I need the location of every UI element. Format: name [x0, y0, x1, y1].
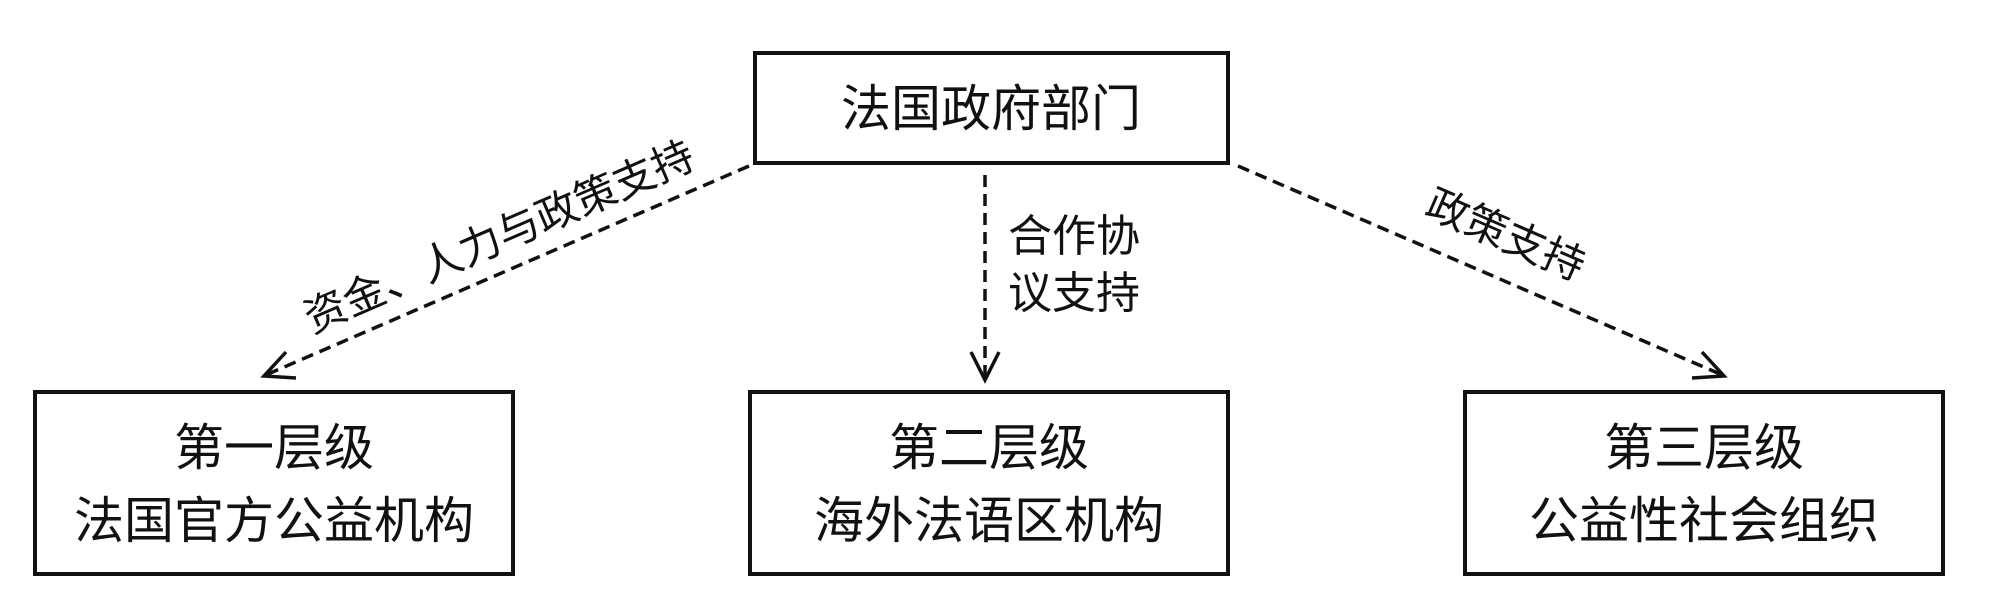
arrowhead-icon: [969, 351, 1001, 384]
node-level-1-name: 法国官方公益机构: [74, 492, 474, 550]
node-level-2-box: [748, 390, 1230, 576]
arrowhead-icon: [1691, 350, 1728, 380]
node-level-2: 第二层级 海外法语区机构: [748, 390, 1230, 576]
edge-left-line: [267, 164, 750, 376]
node-level-1-box: [33, 390, 515, 576]
edge-right: 政策支持: [1237, 164, 1728, 380]
edge-right-line: [1237, 164, 1721, 376]
node-level-1: 第一层级 法国官方公益机构: [33, 390, 515, 576]
node-level-3-name: 公益性社会组织: [1529, 492, 1879, 550]
edge-middle-label-line2: 议支持: [1008, 268, 1140, 319]
edge-left: 资金、人力与政策支持: [260, 131, 750, 380]
edge-middle: 合作协 议支持: [969, 175, 1140, 384]
node-level-1-title: 第一层级: [174, 419, 374, 477]
top-node: 法国政府部门: [753, 51, 1230, 165]
top-node-box: [753, 51, 1230, 165]
edge-right-label: 政策支持: [1419, 179, 1593, 291]
node-level-3-box: [1463, 390, 1945, 576]
arrowhead-icon: [260, 350, 297, 380]
edge-left-label: 资金、人力与政策支持: [297, 131, 702, 343]
node-level-3: 第三层级 公益性社会组织: [1463, 390, 1945, 576]
node-level-3-title: 第三层级: [1604, 419, 1804, 477]
edge-middle-label-line1: 合作协: [1008, 211, 1140, 262]
node-level-2-title: 第二层级: [889, 419, 1089, 477]
node-level-2-name: 海外法语区机构: [814, 492, 1164, 550]
top-node-label: 法国政府部门: [841, 80, 1141, 138]
